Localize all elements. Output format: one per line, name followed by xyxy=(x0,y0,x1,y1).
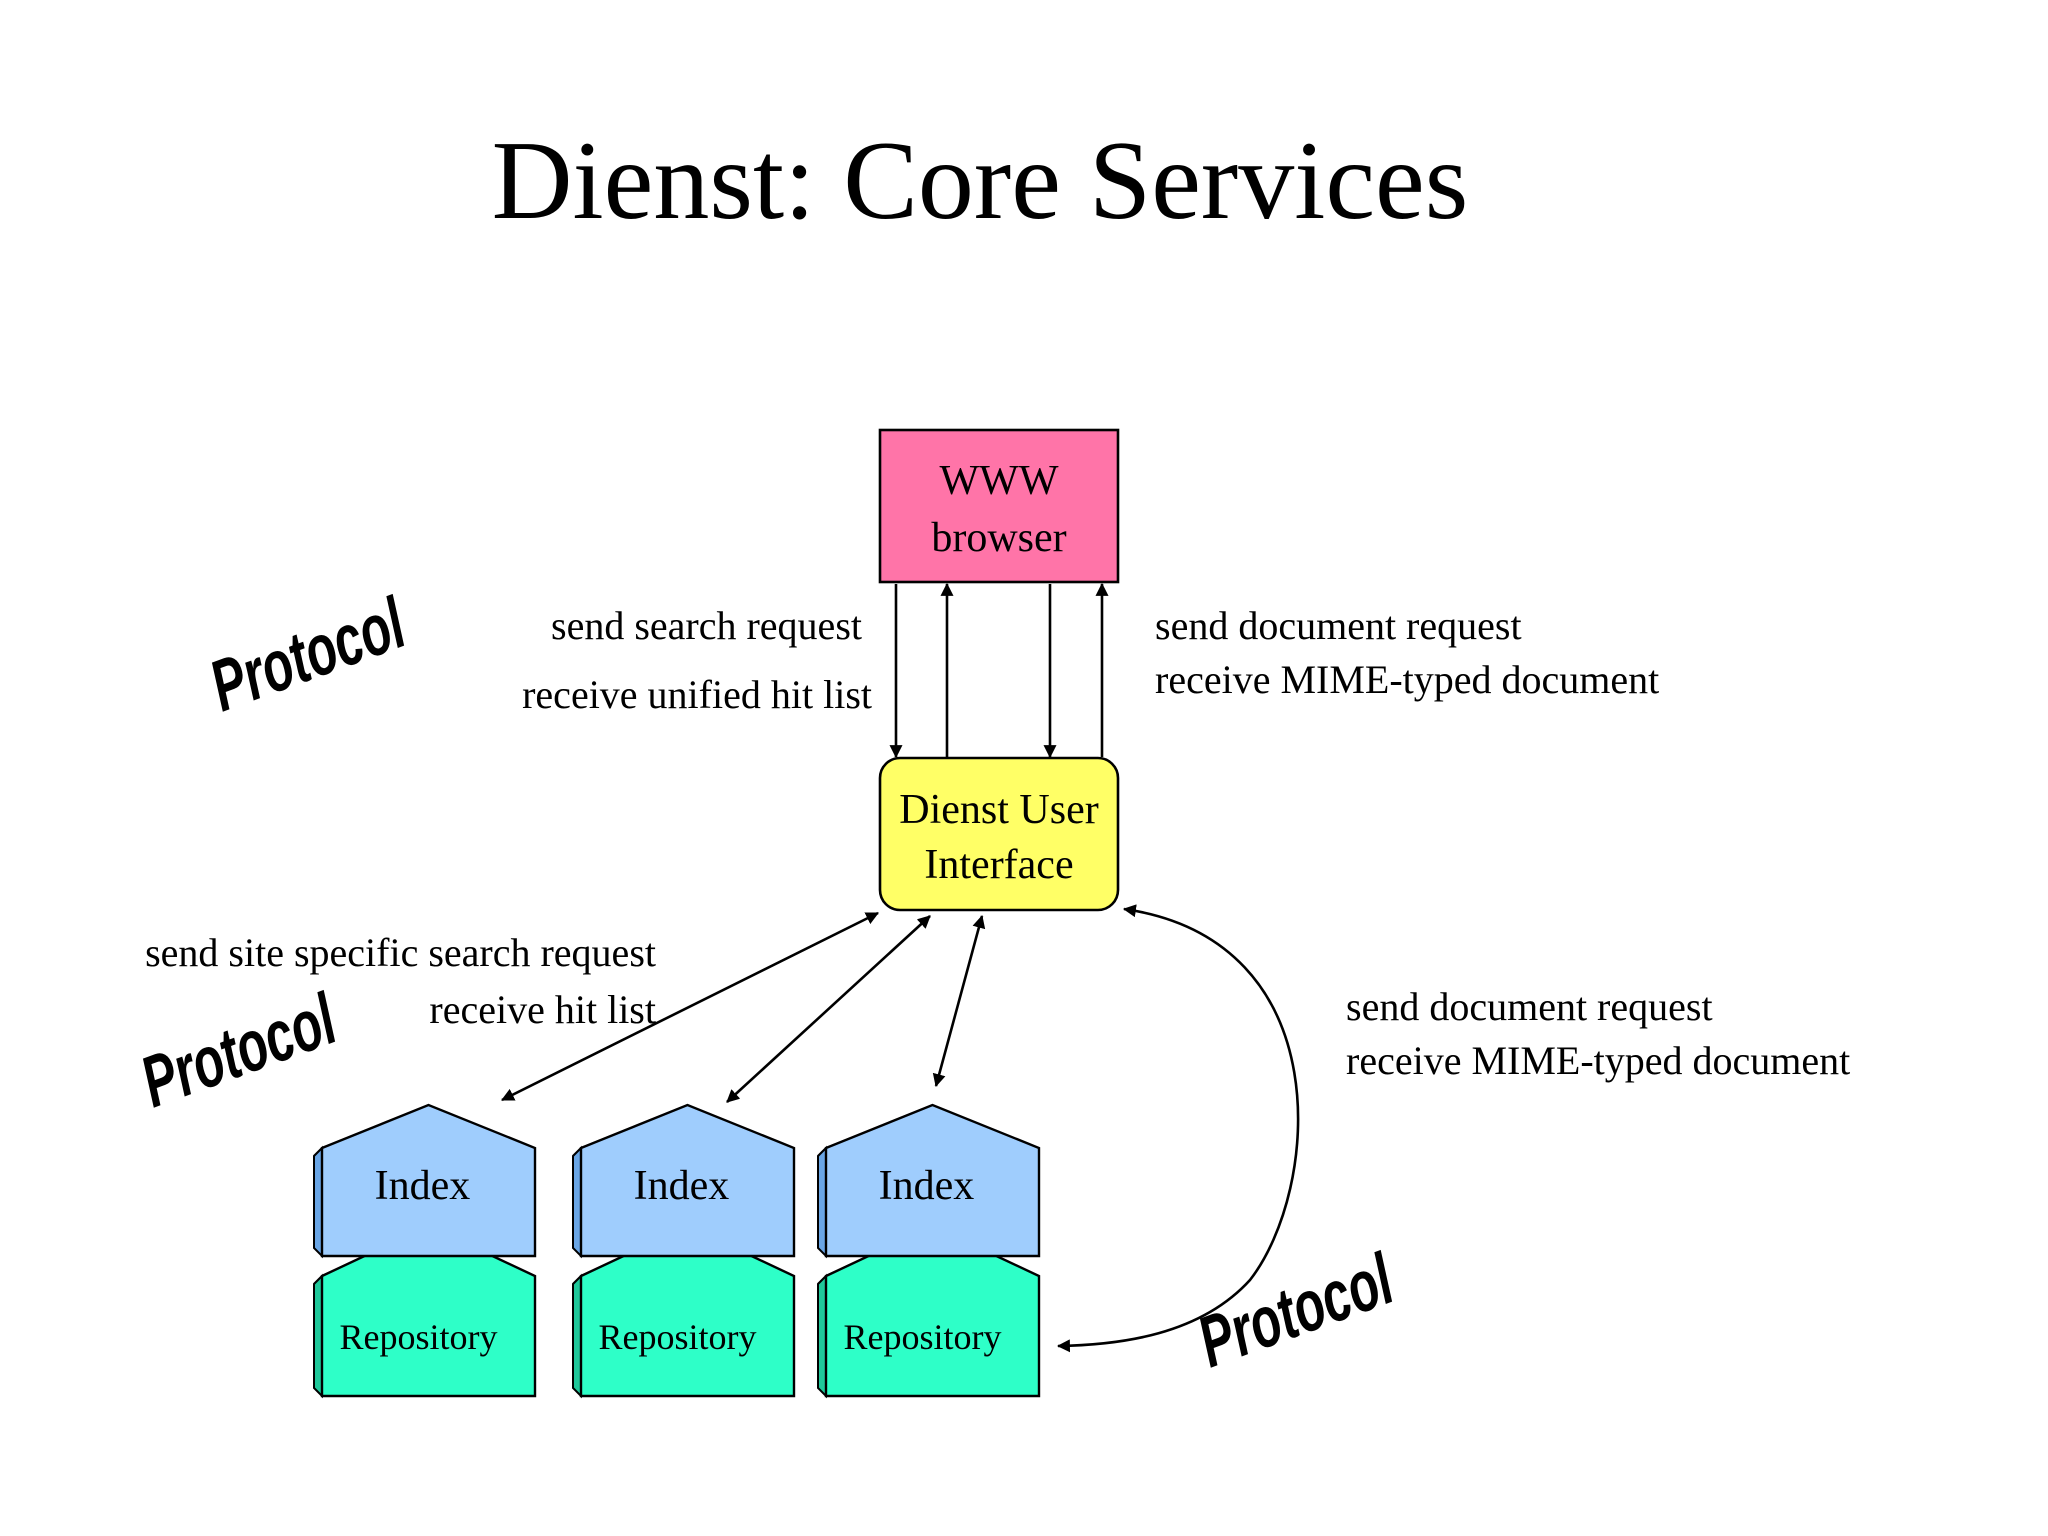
www-browser-label-line2: browser xyxy=(931,515,1066,561)
www-browser-label-line1: WWW xyxy=(940,458,1059,504)
index-box-1 xyxy=(320,1103,537,1258)
index-side-label-line1: send site specific search request xyxy=(145,930,656,975)
browser-right-label-line2: receive MIME-typed document xyxy=(1155,657,1659,702)
dienst-user-interface-label-line1: Dienst User xyxy=(899,787,1098,833)
repository-label-1: Repository xyxy=(340,1317,498,1357)
browser-left-label-line2: receive unified hit list xyxy=(522,672,872,717)
dienst-user-interface-node: Dienst User Interface xyxy=(878,756,1120,912)
ui-index3-arrow xyxy=(932,914,986,1088)
stack-2: Repository Index xyxy=(572,1103,796,1399)
repo-side-label-line1: send document request xyxy=(1346,984,1713,1029)
protocol-label-top: Protocol xyxy=(200,583,417,728)
protocol-label-left: Protocol xyxy=(131,979,348,1124)
ui-index2-arrow xyxy=(726,915,931,1103)
www-browser-node: WWW browser xyxy=(878,428,1120,584)
index-label-2: Index xyxy=(634,1163,730,1209)
index-label-1: Index xyxy=(375,1163,471,1209)
index-repository-stacks: RepositoryIndexRepositoryIndexRepository… xyxy=(313,1103,1041,1399)
index-box-2 xyxy=(579,1103,796,1258)
repository-label-3: Repository xyxy=(844,1317,1002,1357)
stack-1: Repository Index xyxy=(313,1103,537,1399)
index-box-3 xyxy=(824,1103,1041,1258)
dienst-user-interface-label-line2: Interface xyxy=(924,842,1073,888)
browser-left-label-line1: send search request xyxy=(551,603,862,648)
protocol-label-bottom: Protocol xyxy=(1188,1239,1405,1384)
repo-side-label-line2: receive MIME-typed document xyxy=(1346,1038,1850,1083)
ui-repository-arrow xyxy=(1056,904,1300,1353)
www-browser-box xyxy=(878,428,1120,584)
slide-title: Dienst: Core Services xyxy=(492,119,1469,243)
index-side-label-line2: receive hit list xyxy=(429,987,656,1032)
repository-label-2: Repository xyxy=(599,1317,757,1357)
index-label-3: Index xyxy=(879,1163,975,1209)
dienst-user-interface-box xyxy=(878,756,1120,912)
browser-right-label-line1: send document request xyxy=(1155,603,1522,648)
stack-3: Repository Index xyxy=(817,1103,1041,1399)
